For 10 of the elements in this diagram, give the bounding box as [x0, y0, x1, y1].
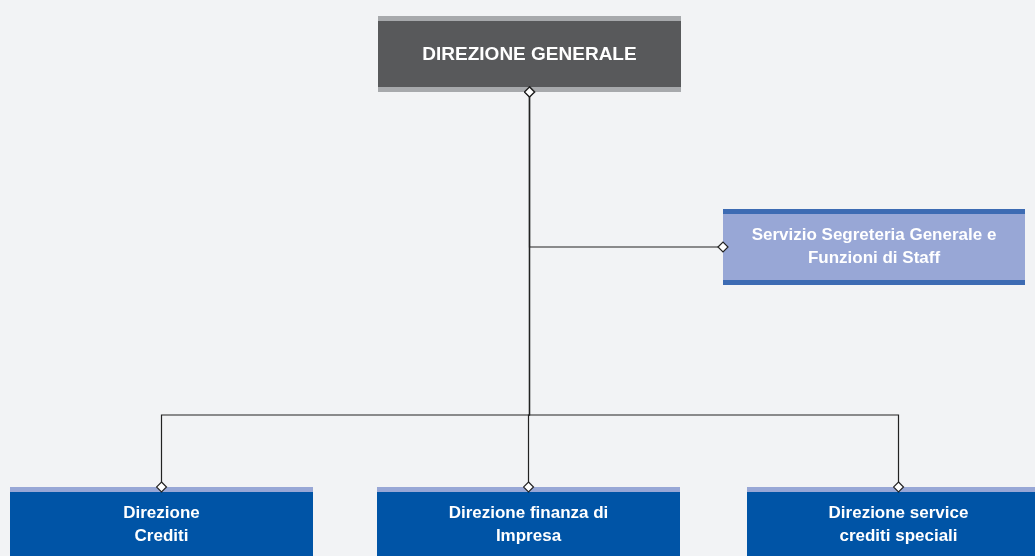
unit-name: Direzione finanza di Impresa	[447, 502, 610, 547]
org-unit-box	[747, 487, 1035, 556]
unit-name: DIREZIONE GENERALE	[421, 42, 638, 67]
org-unit-box	[10, 487, 313, 556]
unit-name: Direzione service crediti speciali	[827, 502, 970, 547]
org-unit-box	[377, 487, 680, 556]
unit-name: Direzione Crediti	[122, 502, 201, 547]
org-unit-box	[378, 16, 681, 92]
unit-name: Servizio Segreteria Generale e Funzioni di Staff	[750, 224, 998, 269]
org-unit-box	[723, 209, 1025, 285]
